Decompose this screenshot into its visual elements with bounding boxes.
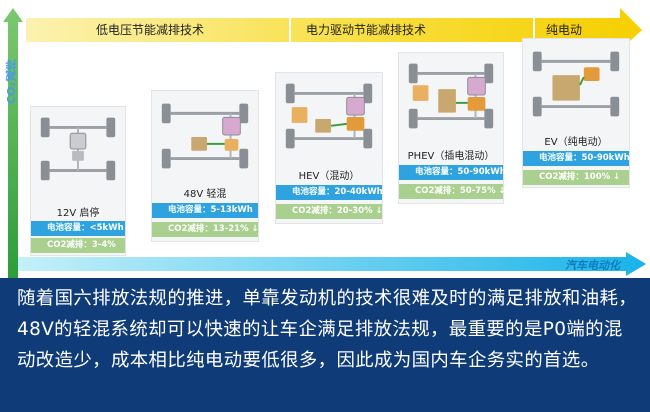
co2-reduction-bar: CO2减排：50-75% ↓ — [399, 184, 506, 199]
stage-ev: EV（纯电动） 电池容量：50-90kWh CO2减排：100% ↓ — [522, 38, 630, 188]
stage-hev: HEV（混动） 电池容量：20-40kWh CO2减排：20-30% ↓ — [275, 72, 383, 224]
caption-panel: 随着国六排放法规的推进，单靠发动机的技术很难及时的满足排放和油耗，48V的轻混系… — [0, 278, 650, 412]
stage-12v-start-stop: 12V 启停 电池容量：<5kWh CO2减排：3-4% — [30, 106, 126, 256]
battery-capacity-bar: 电池容量：<5kWh — [31, 221, 125, 236]
chassis-diagram — [532, 51, 620, 117]
electrification-label: 汽车电动化 — [565, 259, 620, 272]
caption-text: 随着国六排放法规的推进，单靠发动机的技术很难及时的满足排放和油耗，48V的轻混系… — [17, 288, 638, 371]
battery-capacity-bar: 电池容量：50-90kWh — [399, 165, 506, 180]
electrification-arrow — [18, 252, 646, 276]
co2-axis-arrow — [3, 8, 23, 280]
stage-name: 12V 启停 — [56, 208, 100, 219]
chassis-diagram — [408, 63, 494, 129]
stage-name: EV（纯电动） — [544, 137, 608, 148]
low-voltage-tech-label: 低电压节能减排技术 — [96, 23, 205, 37]
stage-phev: PHEV（插电混动） 电池容量：50-90kWh CO2减排：50-75% ↓ — [398, 52, 506, 204]
pure-electric-label: 纯电动 — [546, 23, 583, 37]
chassis-diagram — [161, 103, 249, 169]
stage-48v-mild-hybrid: 48V 轻混 电池容量：5-13kWh CO2减排：13-21% ↓ — [151, 90, 259, 242]
co2-reduction-bar: CO2减排：20-30% ↓ — [276, 204, 383, 219]
co2-reduction-bar: CO2减排：13-21% ↓ — [152, 222, 259, 237]
chassis-diagram — [40, 117, 116, 181]
electric-drive-tech-label: 电力驱动节能减排技术 — [306, 23, 427, 37]
chassis-diagram — [285, 83, 373, 149]
co2-reduction-bar: CO2减排：3-4% — [31, 238, 125, 253]
battery-capacity-bar: 电池容量：20-40kWh — [276, 185, 383, 200]
stage-name: PHEV（插电混动） — [407, 151, 495, 162]
co2-axis-label: CO₂减排 — [5, 59, 18, 104]
battery-capacity-bar: 电池容量：50-90kWh — [523, 151, 630, 166]
technology-arrow — [26, 8, 642, 50]
stage-name: HEV（混动） — [298, 171, 360, 182]
co2-reduction-bar: CO2减排：100% ↓ — [523, 170, 629, 185]
battery-capacity-bar: 电池容量：5-13kWh — [152, 203, 258, 218]
stage-name: 48V 轻混 — [183, 189, 227, 200]
